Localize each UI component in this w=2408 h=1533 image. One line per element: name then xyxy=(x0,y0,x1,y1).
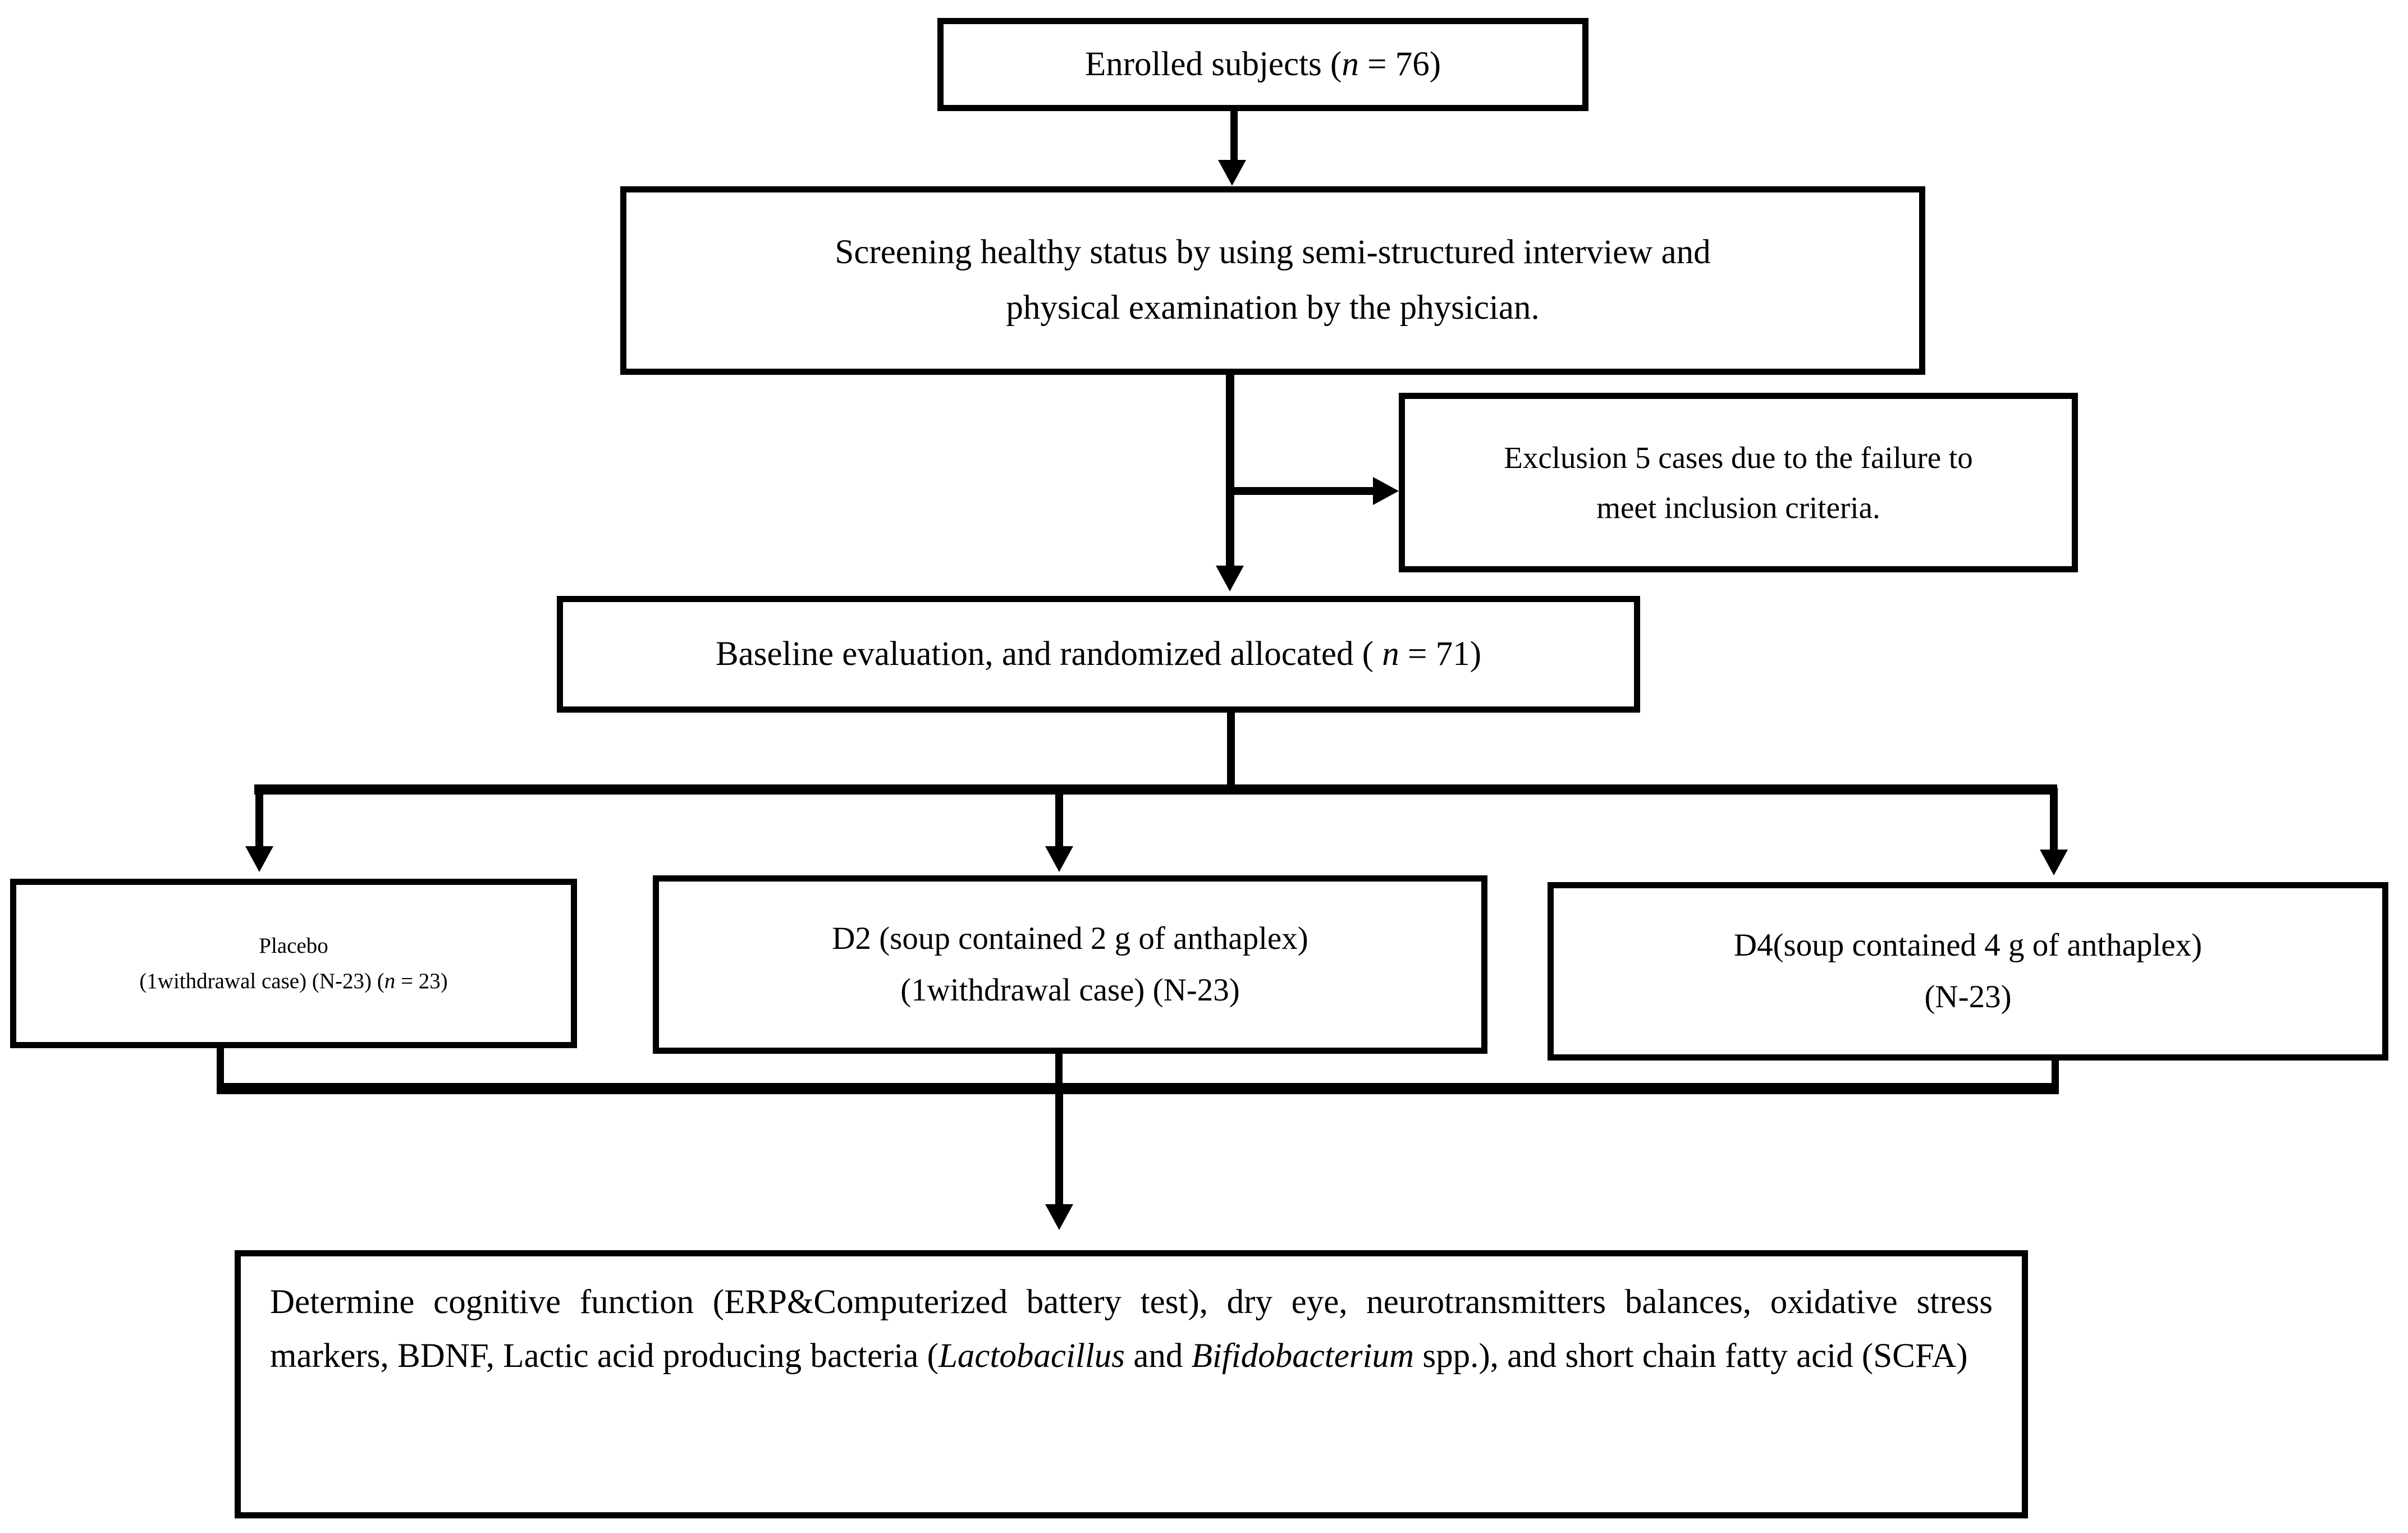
node-baseline-evaluation: Baseline evaluation, and randomized allo… xyxy=(557,596,1640,713)
node-screening: Screening healthy status by using semi-s… xyxy=(620,186,1925,375)
placebo-text-suffix: = 23) xyxy=(395,969,448,993)
outcomes-part3: spp.), and short chain fatty acid (SCFA) xyxy=(1414,1337,1968,1375)
enrolled-text-suffix: = 76) xyxy=(1358,45,1441,83)
connector-split-to-placebo-line xyxy=(255,788,263,851)
enrolled-n-symbol: n xyxy=(1342,45,1359,83)
node-enrolled-subjects: Enrolled subjects (n = 76) xyxy=(937,18,1588,111)
baseline-n-symbol: n xyxy=(1382,635,1399,673)
connector-screening-to-exclusion-arrowhead-icon xyxy=(1373,477,1399,505)
baseline-line1: Baseline evaluation, and randomized allo… xyxy=(716,627,1481,682)
connector-d4-to-merge-line xyxy=(2052,1058,2059,1090)
screening-line1: Screening healthy status by using semi-s… xyxy=(835,233,1711,272)
connector-enrolled-to-screening-arrowhead-icon xyxy=(1218,160,1246,186)
connector-split-to-d4-line xyxy=(2050,788,2058,854)
placebo-line1: Placebo xyxy=(259,933,328,958)
connector-split-to-d2-arrowhead-icon xyxy=(1045,846,1073,872)
placebo-line2: (1withdrawal case) (N-23) (n = 23) xyxy=(139,963,447,999)
exclusion-line1: Exclusion 5 cases due to the failure to xyxy=(1504,440,1973,475)
connector-split-to-placebo-arrowhead-icon xyxy=(245,846,273,872)
enrolled-text-prefix: Enrolled subjects ( xyxy=(1084,45,1342,83)
node-arm-d4: D4(soup contained 4 g of anthaplex) (N-2… xyxy=(1548,882,2388,1061)
connector-merge-to-outcomes-arrowhead-icon xyxy=(1045,1204,1073,1230)
placebo-n-symbol: n xyxy=(384,969,396,993)
d2-line2: (1withdrawal case) (N-23) xyxy=(900,972,1240,1008)
connector-screening-to-exclusion-line xyxy=(1232,487,1378,495)
node-enrolled-subjects-line1: Enrolled subjects (n = 76) xyxy=(1085,37,1441,93)
connector-placebo-to-merge-line xyxy=(217,1045,224,1090)
d4-line1: D4(soup contained 4 g of anthaplex) xyxy=(1733,927,2203,963)
node-arm-placebo: Placebo (1withdrawal case) (N-23) (n = 2… xyxy=(10,879,577,1048)
connector-merge-to-outcomes-line xyxy=(1055,1091,1063,1209)
d4-line2: (N-23) xyxy=(1924,979,2012,1015)
node-outcome-measures: Determine cognitive function (ERP&Comput… xyxy=(235,1250,2028,1518)
outcomes-part2: and xyxy=(1125,1337,1192,1375)
baseline-text-prefix: Baseline evaluation, and randomized allo… xyxy=(715,635,1382,673)
connector-enrolled-to-screening-line xyxy=(1230,110,1238,164)
outcomes-genus-lactobacillus: Lactobacillus xyxy=(938,1337,1125,1375)
connector-screening-to-baseline-line xyxy=(1226,373,1234,570)
outcomes-genus-bifidobacterium: Bifidobacterium xyxy=(1191,1337,1414,1375)
outcomes-part1: Determine cognitive function (ERP&Comput… xyxy=(270,1283,1993,1375)
baseline-text-suffix: = 71) xyxy=(1399,635,1482,673)
connector-baseline-to-split-line xyxy=(1227,712,1235,790)
outcomes-paragraph: Determine cognitive function (ERP&Comput… xyxy=(270,1275,1993,1384)
connector-d2-to-merge-line xyxy=(1055,1050,1063,1090)
connector-split-bar xyxy=(254,784,2057,795)
connector-merge-bar xyxy=(217,1083,2059,1094)
connector-screening-to-baseline-arrowhead-icon xyxy=(1216,566,1244,591)
node-arm-d2: D2 (soup contained 2 g of anthaplex) (1w… xyxy=(653,875,1487,1054)
screening-line2: physical examination by the physician. xyxy=(1006,289,1540,327)
connector-split-to-d2-line xyxy=(1055,788,1063,851)
placebo-text-prefix: (1withdrawal case) (N-23) ( xyxy=(139,969,384,993)
d2-line1: D2 (soup contained 2 g of anthaplex) xyxy=(832,920,1308,956)
connector-split-to-d4-arrowhead-icon xyxy=(2040,850,2068,875)
node-exclusion: Exclusion 5 cases due to the failure to … xyxy=(1399,393,2078,572)
exclusion-line2: meet inclusion criteria. xyxy=(1596,490,1880,525)
